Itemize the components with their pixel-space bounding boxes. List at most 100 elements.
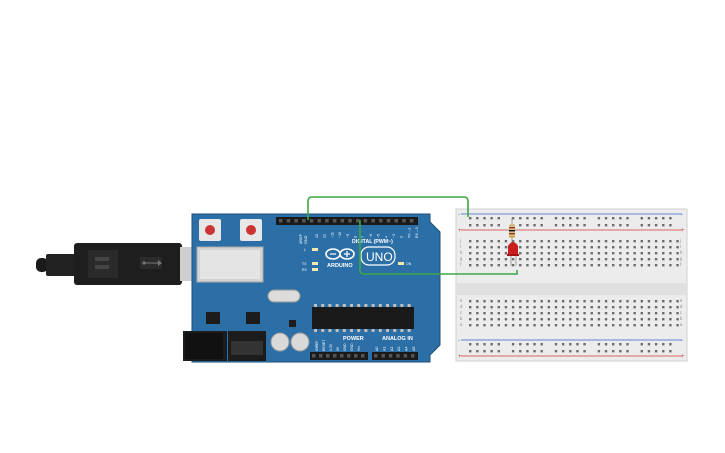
breadboard-hole[interactable] [483,306,486,309]
breadboard-hole[interactable] [604,258,608,261]
breadboard-hole[interactable] [654,312,658,315]
breadboard-hole[interactable] [469,258,472,261]
header-pin[interactable] [388,354,393,358]
breadboard-hole[interactable] [576,224,579,227]
led[interactable] [507,242,519,266]
breadboard-hole[interactable] [533,318,536,321]
breadboard-hole[interactable] [469,318,472,321]
breadboard-hole[interactable] [483,312,486,315]
breadboard-hole[interactable] [483,217,486,220]
breadboard-hole[interactable] [483,264,486,267]
breadboard-hole[interactable] [640,258,643,261]
breadboard-hole[interactable] [540,318,543,321]
breadboard-hole[interactable] [469,306,472,309]
breadboard-hole[interactable] [669,217,672,220]
breadboard-hole[interactable] [633,318,636,321]
breadboard-hole[interactable] [597,318,601,321]
breadboard-hole[interactable] [633,252,636,255]
breadboard-hole[interactable] [511,217,515,220]
breadboard-hole[interactable] [533,306,536,309]
header-pin[interactable] [361,354,365,358]
breadboard-hole[interactable] [590,324,593,327]
header-pin[interactable] [356,219,360,223]
breadboard-hole[interactable] [669,306,672,309]
breadboard-hole[interactable] [647,240,651,243]
breadboard-hole[interactable] [476,306,479,309]
breadboard-hole[interactable] [619,217,622,220]
breadboard-hole[interactable] [626,217,629,220]
breadboard-hole[interactable] [554,258,558,261]
breadboard-hole[interactable] [469,312,472,315]
breadboard-hole[interactable] [483,318,486,321]
breadboard-hole[interactable] [561,324,565,327]
breadboard-hole[interactable] [640,343,643,346]
header-pin[interactable] [286,219,291,223]
breadboard-hole[interactable] [676,240,679,243]
breadboard-hole[interactable] [497,258,500,261]
breadboard-hole[interactable] [554,312,558,315]
breadboard-hole[interactable] [590,246,593,249]
breadboard-hole[interactable] [647,264,651,267]
breadboard-hole[interactable] [597,306,601,309]
breadboard-hole[interactable] [640,217,643,220]
header-pin[interactable] [396,354,400,358]
breadboard-hole[interactable] [583,252,586,255]
breadboard-hole[interactable] [483,343,486,346]
breadboard-hole[interactable] [483,224,486,227]
breadboard-hole[interactable] [597,217,601,220]
breadboard-hole[interactable] [561,306,565,309]
breadboard-hole[interactable] [476,258,479,261]
breadboard-hole[interactable] [533,350,536,353]
breadboard-hole[interactable] [619,224,622,227]
breadboard-hole[interactable] [483,240,486,243]
breadboard-hole[interactable] [490,258,493,261]
breadboard-hole[interactable] [590,306,593,309]
breadboard-hole[interactable] [504,312,508,315]
breadboard-hole[interactable] [597,312,601,315]
breadboard-hole[interactable] [576,252,579,255]
breadboard-hole[interactable] [533,343,536,346]
breadboard-hole[interactable] [576,318,579,321]
breadboard-hole[interactable] [640,252,643,255]
breadboard-hole[interactable] [547,318,551,321]
breadboard-hole[interactable] [604,264,608,267]
header-pin[interactable] [340,354,344,358]
header-pin[interactable] [294,219,298,223]
breadboard-hole[interactable] [490,312,493,315]
breadboard-hole[interactable] [662,240,665,243]
breadboard-hole[interactable] [469,224,472,227]
breadboard-hole[interactable] [604,318,608,321]
breadboard-hole[interactable] [669,350,672,353]
header-pin[interactable] [340,219,345,223]
breadboard-hole[interactable] [583,300,586,303]
breadboard-hole[interactable] [519,318,522,321]
breadboard-hole[interactable] [476,300,479,303]
breadboard-hole[interactable] [533,258,536,261]
breadboard-hole[interactable] [669,264,672,267]
breadboard-hole[interactable] [554,240,558,243]
breadboard-hole[interactable] [619,318,622,321]
breadboard-hole[interactable] [533,300,536,303]
breadboard-hole[interactable] [569,252,572,255]
breadboard-hole[interactable] [490,300,493,303]
header-pin[interactable] [309,219,314,223]
breadboard-hole[interactable] [612,258,615,261]
breadboard-hole[interactable] [647,343,651,346]
breadboard-hole[interactable] [619,240,622,243]
breadboard-hole[interactable] [597,300,601,303]
breadboard-hole[interactable] [604,300,608,303]
header-pin[interactable] [279,219,283,223]
breadboard-hole[interactable] [533,312,536,315]
breadboard-hole[interactable] [633,246,636,249]
breadboard-hole[interactable] [504,252,508,255]
breadboard-hole[interactable] [654,258,658,261]
breadboard-hole[interactable] [662,264,665,267]
breadboard-hole[interactable] [511,264,515,267]
breadboard-hole[interactable] [483,258,486,261]
breadboard-hole[interactable] [497,350,500,353]
breadboard-hole[interactable] [576,324,579,327]
breadboard-hole[interactable] [540,217,543,220]
breadboard-hole[interactable] [504,318,508,321]
breadboard-hole[interactable] [526,217,529,220]
